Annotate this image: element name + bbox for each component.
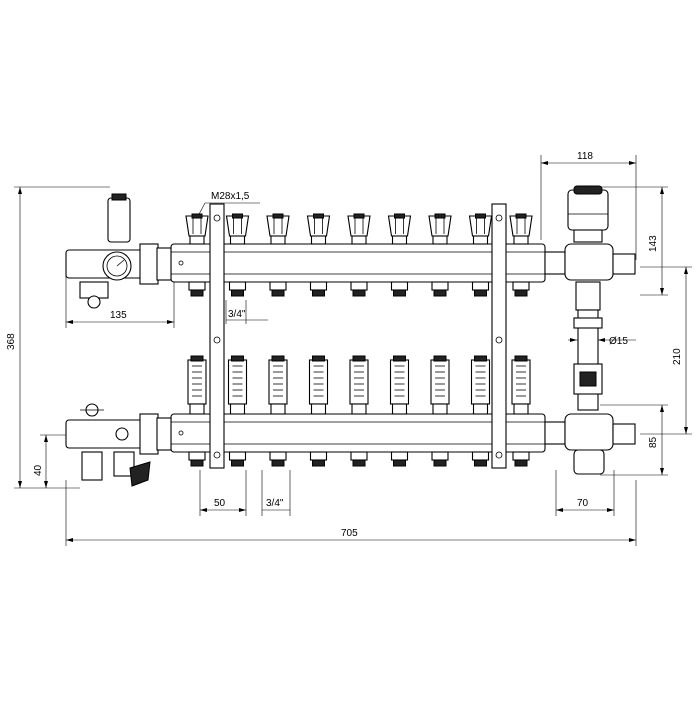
dimension-705: 705 (65, 480, 637, 546)
lower-outlet-flowmeter-1 (187, 355, 207, 467)
dim-70-label: 70 (577, 498, 589, 509)
dim-143-label: 143 (648, 235, 659, 252)
lower-left-inlet-assembly (65, 403, 172, 487)
upper-manifold-bar (170, 243, 546, 283)
upper-outlet-valve-5 (347, 213, 371, 297)
lower-outlet-flowmeter-4 (308, 355, 329, 467)
dimension-40: 40 (33, 434, 70, 488)
bypass-pipe (573, 309, 603, 411)
dim-bracket-upper-label: 3/4" (228, 309, 246, 320)
dimension-210: 210 (640, 266, 692, 435)
thread-label: M28x1,5 (211, 191, 250, 202)
lower-outlet-flowmeter-6 (389, 355, 410, 467)
dimension-70: 70 (555, 470, 615, 516)
lower-outlet-group (187, 355, 531, 467)
dim-118-label: 118 (577, 151, 593, 162)
dimension-bracket-lower: 3/4" (261, 470, 291, 516)
lower-outlet-flowmeter-2 (227, 355, 248, 467)
lower-outlet-flowmeter-9 (511, 355, 531, 467)
upper-outlet-group (185, 213, 533, 297)
upper-outlet-valve-8 (468, 213, 493, 297)
air-vent-icon (107, 197, 131, 243)
lower-outlet-flowmeter-3 (268, 355, 288, 467)
lower-outlet-flowmeter-8 (470, 355, 491, 467)
upper-left-inlet-assembly (65, 193, 172, 309)
dim-210-label: 210 (672, 348, 683, 365)
dim-135-label: 135 (110, 310, 127, 321)
upper-outlet-valve-6 (387, 213, 412, 297)
dim-85-label: 85 (648, 436, 659, 448)
upper-outlet-valve-4 (306, 213, 331, 297)
thermostatic-valve-head-icon (567, 185, 609, 243)
lower-manifold-bar (170, 413, 546, 453)
dimension-118: 118 (540, 151, 637, 260)
dimension-368: 368 (6, 186, 110, 489)
upper-outlet-valve-2 (225, 213, 250, 297)
dimension-85: 85 (600, 404, 668, 476)
dimension-143: 143 (600, 186, 668, 296)
lower-outlet-flowmeter-5 (349, 355, 369, 467)
upper-outlet-valve-3 (266, 213, 290, 297)
upper-outlet-valve-7 (428, 213, 452, 297)
dim-705-label: 705 (341, 528, 358, 539)
right-mounting-bracket (491, 203, 507, 469)
dimension-bracket-upper: 3/4" (225, 300, 268, 324)
dim-40-label: 40 (33, 464, 44, 476)
dim-368-label: 368 (6, 333, 17, 350)
dimension-50: 50 (199, 470, 247, 516)
thread-callout: M28x1,5 (196, 191, 260, 219)
upper-outlet-valve-9 (509, 213, 533, 297)
drain-valve-icon (81, 451, 103, 481)
upper-right-valve-body (544, 243, 636, 311)
dim-50-label: 50 (214, 498, 226, 509)
lower-outlet-flowmeter-7 (430, 355, 450, 467)
dim-d15-label: Ø15 (609, 336, 628, 347)
dim-bracket-lower-label: 3/4" (266, 498, 284, 509)
lower-right-valve-body (544, 413, 636, 475)
left-mounting-bracket (209, 203, 225, 469)
upper-outlet-valve-1 (185, 213, 209, 297)
